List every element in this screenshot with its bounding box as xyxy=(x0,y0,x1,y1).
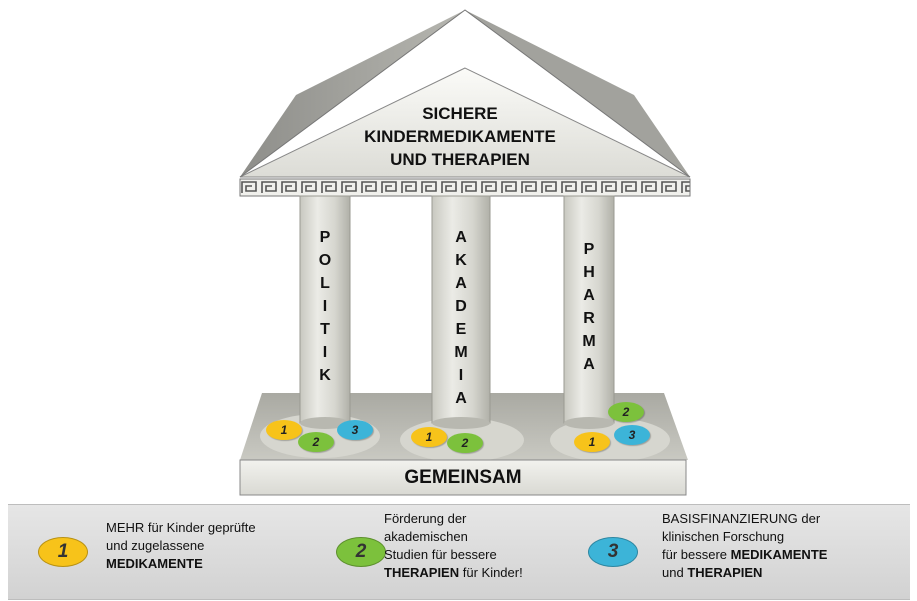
pillar-label-politik: P O L I T I K xyxy=(305,226,345,387)
pillar-letter: A xyxy=(455,390,467,407)
badge-3-pharma: 3 xyxy=(614,425,650,445)
legend-3-line-4-rest: und xyxy=(662,565,688,580)
legend-3-line-4: und THERAPIEN xyxy=(662,564,827,582)
legend-2-line-4-bold: THERAPIEN xyxy=(384,565,460,580)
legend-text-1: MEHR für Kinder geprüfte und zugelassene… xyxy=(106,519,256,573)
roof-title-line-1: SICHERE xyxy=(422,104,498,123)
pillar-letter: O xyxy=(318,252,332,269)
pillar-letter: A xyxy=(583,287,595,304)
pillar-politik xyxy=(299,195,351,429)
legend-3-line-3-bold: MEDIKAMENTE xyxy=(730,547,828,562)
legend-2-line-2: akademischen xyxy=(384,529,468,544)
legend-2-line-1: Förderung der xyxy=(384,511,467,526)
legend-badge-2: 2 xyxy=(336,537,386,567)
base-front xyxy=(239,459,687,496)
legend-badge-1: 1 xyxy=(38,537,88,567)
pillar-letter: A xyxy=(455,229,467,246)
pillar-letter: E xyxy=(455,321,467,338)
roof-title: SICHERE KINDERMEDIKAMENTE UND THERAPIEN xyxy=(330,102,590,171)
legend-2-line-3: Studien für bessere xyxy=(384,547,497,562)
badge-1-pharma: 1 xyxy=(574,432,610,452)
pillar-letter: I xyxy=(322,298,328,315)
pillar-letter: I xyxy=(322,344,328,361)
pillar-letter: M xyxy=(582,333,596,350)
pillar-pharma xyxy=(563,195,615,429)
legend-3-line-4-bold: THERAPIEN xyxy=(687,565,763,580)
pillar-letter: P xyxy=(319,229,331,246)
pillar-akademia xyxy=(431,195,491,429)
legend-1-line-1: MEHR für Kinder geprüfte xyxy=(106,520,256,535)
pillar-letter: K xyxy=(455,252,467,269)
base-label: GEMEINSAM xyxy=(404,467,522,488)
pillar-letter: A xyxy=(583,356,595,373)
legend-2-line-4: THERAPIEN für Kinder! xyxy=(384,564,523,582)
legend-text-2: Förderung der akademischen Studien für b… xyxy=(384,510,523,582)
pillar-letter: M xyxy=(454,344,468,361)
legend-3-line-3: für bessere MEDIKAMENTE xyxy=(662,546,827,564)
legend-3-line-3-rest: für bessere xyxy=(662,547,731,562)
roof-title-line-3: UND THERAPIEN xyxy=(390,150,530,169)
pillar-letter: T xyxy=(320,321,330,338)
roof-front xyxy=(239,67,691,178)
badge-2-pharma: 2 xyxy=(608,402,644,422)
pillar-letter: K xyxy=(319,367,331,384)
legend-1-line-2: und zugelassene xyxy=(106,538,205,553)
badge-3-politik: 3 xyxy=(337,420,373,440)
legend-text-3: BASISFINANZIERUNG der klinischen Forschu… xyxy=(662,510,827,582)
roof-title-line-2: KINDERMEDIKAMENTE xyxy=(364,127,556,146)
legend-badge-3: 3 xyxy=(588,537,638,567)
pillar-letter: P xyxy=(583,241,595,258)
pillar-label-akademia: A K A D E M I A xyxy=(441,226,481,410)
pillar-label-pharma: P H A R M A xyxy=(569,238,609,376)
pillar-letter: D xyxy=(455,298,467,315)
pillar-letter: H xyxy=(583,264,595,281)
legend-1-line-3: MEDIKAMENTE xyxy=(106,556,203,571)
badge-1-politik: 1 xyxy=(266,420,302,440)
meander-frieze xyxy=(239,178,691,197)
legend-panel xyxy=(8,504,910,600)
badge-1-akademia: 1 xyxy=(411,427,447,447)
badge-2-akademia: 2 xyxy=(447,433,483,453)
legend-3-line-1: BASISFINANZIERUNG der xyxy=(662,511,821,526)
pillar-letter: L xyxy=(320,275,330,292)
pillar-letter: R xyxy=(583,310,595,327)
pillar-letter: I xyxy=(458,367,464,384)
legend-2-line-4-rest: für Kinder! xyxy=(459,565,523,580)
legend-3-line-2: klinischen Forschung xyxy=(662,529,785,544)
pillar-letter: A xyxy=(455,275,467,292)
badge-2-politik: 2 xyxy=(298,432,334,452)
